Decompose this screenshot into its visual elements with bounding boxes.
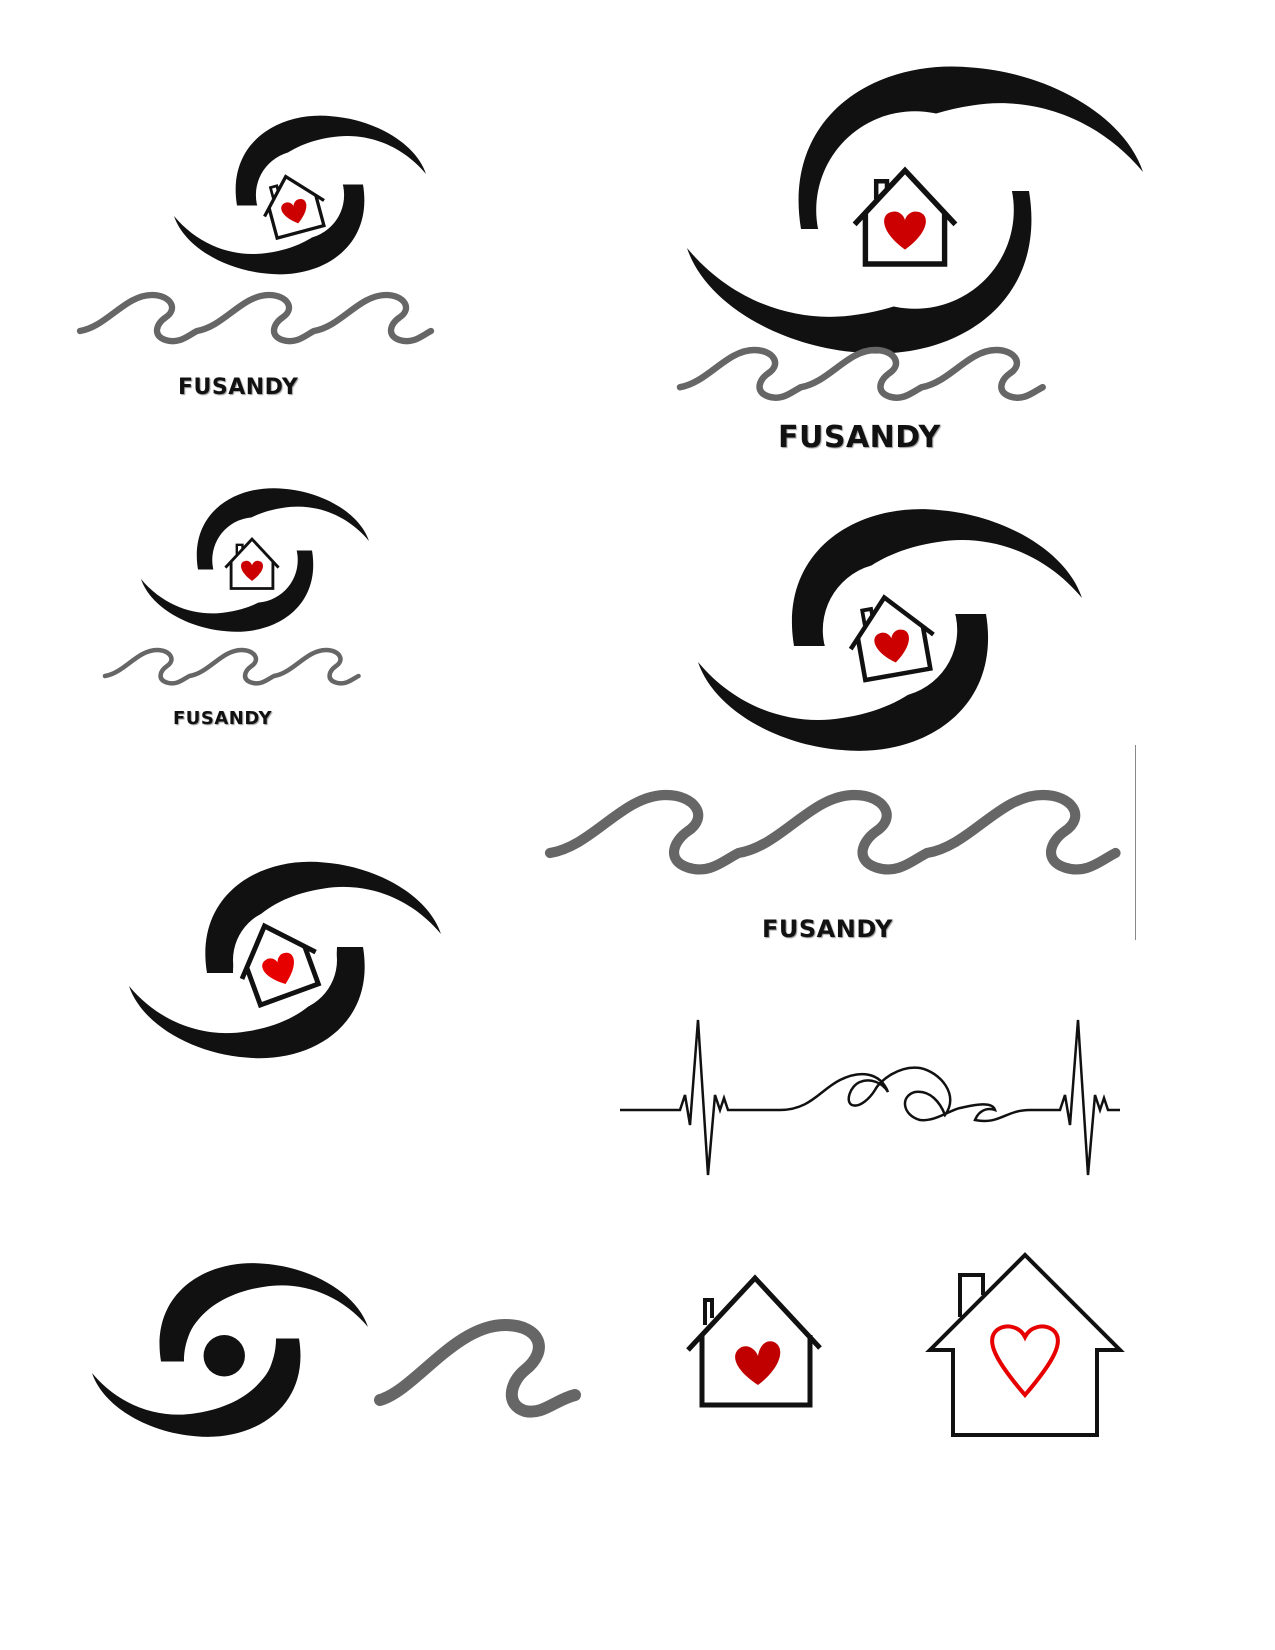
logo-2: FUSANDY — [680, 55, 1160, 475]
heartbeat-line-icon — [620, 1019, 1120, 1176]
hurricane-icon — [680, 66, 1143, 475]
heartbeat-wave — [620, 1010, 1120, 1180]
waves-icon — [550, 795, 1116, 869]
hurricane-icon — [100, 488, 369, 740]
house-icon — [686, 1274, 822, 1408]
logo-label: FUSANDY — [778, 420, 941, 455]
house-heart-icon — [239, 922, 322, 1009]
house-icon — [925, 1252, 1125, 1437]
wave-solo — [374, 1315, 585, 1425]
single-wave-icon — [374, 1318, 581, 1418]
waves-icon — [680, 350, 1043, 398]
hurricane-icon — [60, 115, 440, 420]
filled-heart-icon — [735, 1341, 781, 1385]
hurricane-solo — [92, 1245, 370, 1455]
hurricane-eye-icon — [92, 1263, 368, 1437]
divider — [1135, 745, 1136, 940]
hurricane-icon — [540, 509, 1140, 960]
logo-1: FUSANDY — [60, 100, 440, 420]
house-heart-outline — [925, 1245, 1125, 1445]
outline-heart-icon — [990, 1324, 1060, 1399]
waves-icon — [80, 295, 431, 341]
house-heart-filled — [680, 1270, 830, 1420]
hurricane-icon — [129, 861, 441, 1059]
logo-label: FUSANDY — [173, 708, 273, 729]
logo-5 — [120, 840, 450, 1080]
logo-label: FUSANDY — [178, 375, 299, 400]
waves-icon — [105, 650, 359, 683]
logo-3: FUSANDY — [100, 488, 400, 740]
logo-4: FUSANDY — [540, 500, 1140, 960]
logo-label: FUSANDY — [762, 915, 893, 943]
